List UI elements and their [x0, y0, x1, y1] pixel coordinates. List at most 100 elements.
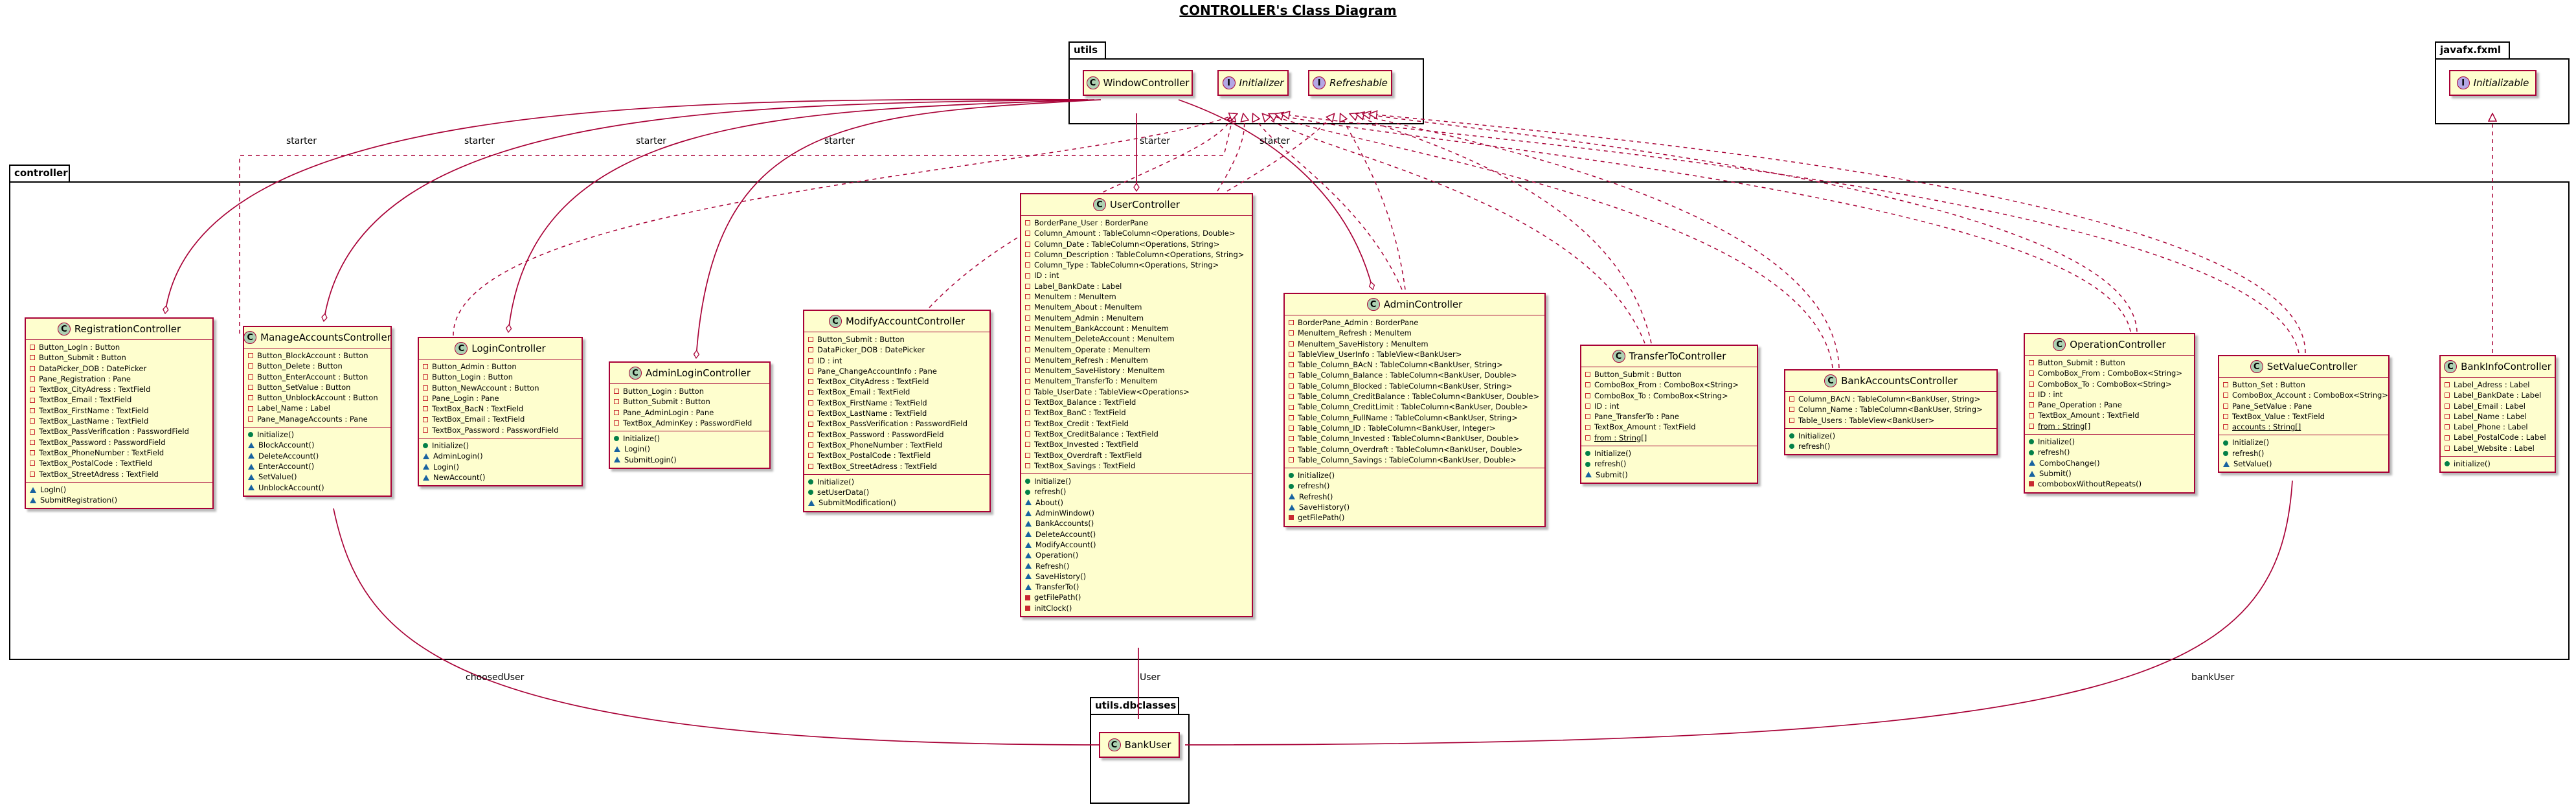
visibility-private-icon: [2223, 382, 2228, 388]
visibility-pkgv-icon: [1025, 573, 1032, 580]
field-text: TextBox_Password : PasswordField: [39, 437, 166, 447]
field-text: Pane_SetValue : Pane: [2232, 401, 2312, 411]
field-item: Pane_SetValue : Pane: [2223, 401, 2384, 411]
method-item: NewAccount(): [423, 472, 578, 483]
methods-section: Initialize()setUserData()SubmitModificat…: [804, 475, 989, 511]
visibility-private-icon: [2029, 370, 2034, 376]
visibility-private-icon: [1025, 252, 1030, 258]
field-item: TextBox_Value : TextField: [2223, 411, 2384, 422]
package-dbclasses-tab: utils.dbclasses: [1090, 697, 1179, 714]
field-text: Button_Set : Button: [2232, 380, 2305, 389]
field-item: Button_Login : Button: [614, 386, 765, 396]
visibility-private-icon: [808, 337, 813, 343]
visibility-private-icon: [1025, 431, 1030, 437]
visibility-pkgv-icon: [808, 500, 815, 507]
field-text: MenuItem_Admin : MenuItem: [1034, 313, 1144, 323]
field-text: TextBox_PostalCode : TextField: [817, 451, 931, 461]
method-text: SetValue(): [258, 472, 297, 482]
method-item: ModifyAccount(): [1025, 540, 1248, 550]
edge-label-starter: starter: [1260, 136, 1290, 146]
field-text: MenuItem_Refresh : MenuItem: [1298, 328, 1412, 338]
visibility-pkgv-icon: [1025, 520, 1032, 527]
methods-section: Initialize()refresh()Submit(): [1581, 446, 1757, 483]
method-item: comboboxWithoutRepeats(): [2029, 479, 2190, 489]
class-name: BankAccountsController: [1841, 375, 1958, 387]
field-item: TextBox_PhoneNumber : TextField: [808, 440, 986, 450]
visibility-private-icon: [1289, 457, 1294, 462]
field-text: MenuItem_About : MenuItem: [1034, 302, 1142, 312]
field-text: MenuItem_SaveHistory : MenuItem: [1298, 339, 1429, 348]
visibility-private-icon: [30, 407, 35, 413]
field-text: MenuItem_DeleteAccount : MenuItem: [1034, 334, 1175, 344]
visibility-private-icon: [30, 418, 35, 424]
visibility-private-icon: [30, 355, 35, 361]
field-item: Label_PostalCode : Label: [2445, 432, 2551, 442]
edge-starter-adminlogin: [696, 99, 1102, 358]
field-text: TextBox_CreditBalance : TextField: [1034, 429, 1158, 439]
method-text: Initialize(): [2232, 438, 2270, 448]
field-text: TextBox_LastName : TextField: [817, 409, 927, 418]
visibility-pkgv-icon: [1025, 563, 1032, 569]
visibility-private-icon: [30, 397, 35, 403]
visibility-private-icon: [2445, 403, 2450, 409]
visibility-private-icon: [2029, 413, 2034, 418]
field-text: Button_BlockAccount : Button: [257, 351, 368, 360]
visibility-private-icon: [423, 374, 428, 380]
method-text: Refresh(): [1035, 561, 1070, 571]
field-item: Table_Column_ID : TableColumn<BankUser, …: [1289, 423, 1541, 433]
method-item: BlockAccount(): [248, 440, 387, 450]
field-item: MenuItem_Admin : MenuItem: [1025, 313, 1248, 323]
visibility-pkgv-icon: [1025, 584, 1032, 590]
field-item: accounts : String[]: [2223, 422, 2384, 432]
method-item: Initialize(): [1585, 448, 1753, 459]
field-text: Table_Column_Overdraft : TableColumn<Ban…: [1298, 444, 1523, 454]
visibility-private-icon: [1025, 262, 1030, 268]
field-text: Column_Amount : TableColumn<Operations, …: [1034, 229, 1236, 238]
field-item: TextBox_LastName : TextField: [30, 416, 209, 426]
field-item: Table_Column_Invested : TableColumn<Bank…: [1289, 433, 1541, 444]
class-badge-icon: C: [1612, 350, 1625, 363]
visibility-private-icon: [2029, 381, 2034, 387]
method-item: About(): [1025, 497, 1248, 508]
field-item: Button_Delete : Button: [248, 361, 387, 371]
method-text: refresh(): [2232, 448, 2265, 458]
visibility-private-icon: [1025, 378, 1030, 384]
edge-realize-bankacc-init: [1269, 114, 1833, 369]
method-item: Initialize(): [808, 477, 986, 487]
field-item: Table_Column_CreditLimit : TableColumn<B…: [1289, 402, 1541, 412]
field-item: Label_Website : Label: [2445, 443, 2551, 453]
field-text: MenuItem_TransferTo : MenuItem: [1034, 376, 1158, 386]
field-text: TextBox_Email : TextField: [39, 395, 132, 405]
edge-realize-bankacc-refresh: [1357, 114, 1840, 369]
visibility-private-icon: [808, 421, 813, 427]
field-item: TextBox_PostalCode : TextField: [808, 450, 986, 461]
class-name: AdminLoginController: [645, 367, 751, 379]
field-text: Label_BankDate : Label: [2454, 391, 2542, 400]
class-badge-icon: C: [1366, 298, 1380, 311]
method-item: AdminLogin(): [423, 451, 578, 461]
method-text: NewAccount(): [433, 472, 486, 482]
visibility-private-icon: [808, 431, 813, 437]
